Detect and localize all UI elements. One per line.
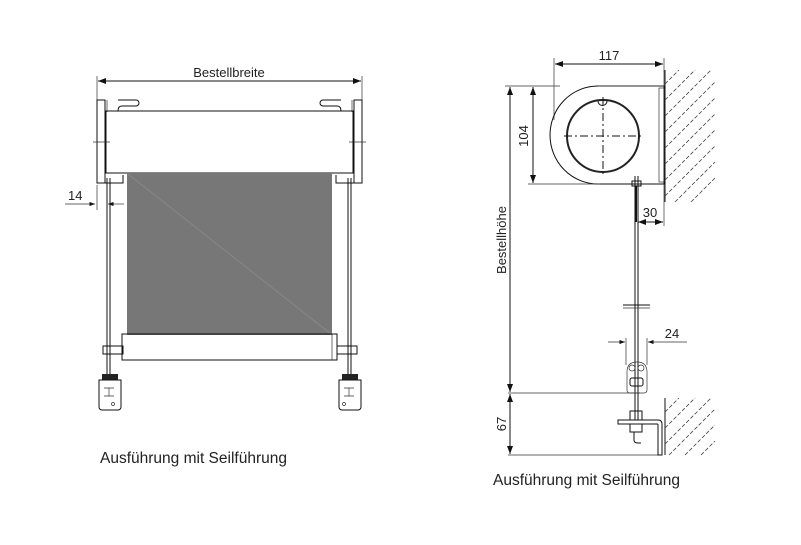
cable-clip [626,361,648,394]
fabric-diagonal [127,173,332,335]
right-floor-anchor [338,374,362,411]
depth-label: 117 [599,48,620,63]
clip-width-dimension: 24 [608,326,687,365]
side-view: 117 Bestellhöhe 104 [494,48,716,456]
bottom-dimension: 67 [494,394,660,456]
depth-dimension: 117 [553,48,665,120]
box-height-label: 104 [516,125,531,147]
bottom-bar [121,333,338,361]
left-floor-anchor [98,374,122,411]
front-view: Bestellbreite 14 [65,65,366,411]
left-bracket [93,99,140,184]
floor-bracket [617,410,663,456]
headrail-box [105,110,354,174]
right-bracket [319,99,366,184]
upper-wall-hatch [664,69,716,203]
width-label: Bestellbreite [193,65,265,80]
right-cable-guide [336,345,358,355]
clip-width-label: 24 [665,326,679,341]
cable-offset-label: 30 [643,205,657,220]
bottom-label: 67 [494,417,509,431]
offset-dimension: 14 [65,185,124,210]
cable-offset-dimension: 30 [638,184,665,226]
height-dimension: Bestellhöhe [494,85,600,392]
height-label: Bestellhöhe [494,206,509,274]
left-cable-guide [102,345,124,355]
offset-label: 14 [68,188,82,203]
box-height-dimension: 104 [516,87,536,183]
lower-wall-hatch [664,397,716,456]
cassette-housing [549,85,665,185]
width-dimension: Bestellbreite [96,65,363,100]
front-view-caption: Ausführung mit Seilführung [100,450,287,467]
side-view-caption: Ausführung mit Seilführung [493,472,680,489]
